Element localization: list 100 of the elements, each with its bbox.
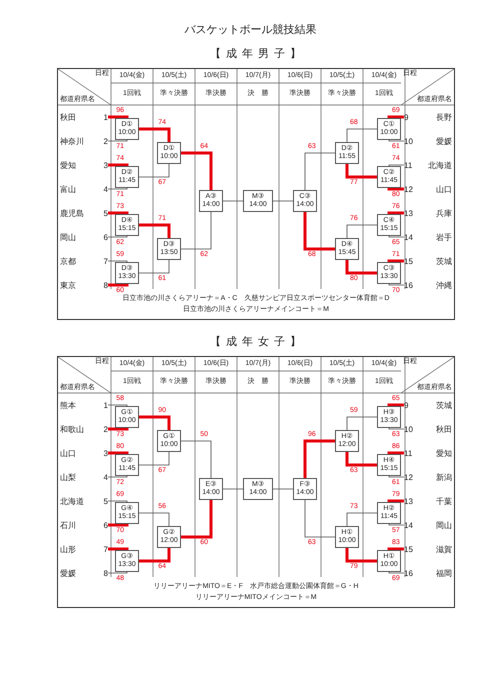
prefecture-name: 岩手 <box>436 232 452 242</box>
bracket-line <box>304 152 336 190</box>
bracket-line <box>346 416 378 430</box>
page-title: バスケットボール競技結果 <box>184 22 318 37</box>
match-box <box>377 406 401 428</box>
seed-number: 2 <box>104 424 108 434</box>
match-box <box>157 238 181 260</box>
match-box <box>115 406 139 428</box>
bracket-line <box>346 128 378 142</box>
prefecture-name: 愛知 <box>60 160 76 170</box>
bracket-line <box>346 452 377 466</box>
seed-number: 8 <box>104 280 108 290</box>
match-box <box>377 118 401 140</box>
prefecture-name: 山形 <box>60 544 76 554</box>
bracket-line <box>108 236 128 238</box>
seed-number: 5 <box>104 208 108 218</box>
bracket-line <box>388 164 404 166</box>
seed-number: 13 <box>404 208 413 218</box>
seed-number: 11 <box>404 448 412 458</box>
prefecture-name: 新潟 <box>436 472 452 482</box>
bracket-line <box>304 440 335 478</box>
seed-number: 13 <box>404 496 413 506</box>
seed-number: 9 <box>404 112 408 122</box>
bracket-line <box>346 512 378 526</box>
bracket-line <box>108 116 128 119</box>
bracket-line <box>222 488 244 490</box>
match-box <box>115 118 139 140</box>
seed-number: 16 <box>404 568 413 578</box>
prefecture-name: 千葉 <box>436 496 452 506</box>
prefecture-name: 鹿児島 <box>60 208 84 218</box>
bracket-line <box>304 212 335 250</box>
prefecture-name: 山口 <box>436 184 452 194</box>
bracket-line <box>108 523 128 526</box>
bracket-line <box>388 212 404 215</box>
bracket-line <box>139 548 170 562</box>
bracket-line <box>346 164 377 178</box>
seed-number: 3 <box>104 160 108 170</box>
bracket-line <box>139 416 170 430</box>
bracket-line <box>138 512 170 526</box>
match-box <box>115 550 139 572</box>
seed-number: 4 <box>104 472 108 482</box>
bracket-line <box>108 140 128 142</box>
seed-number: 1 <box>104 112 108 122</box>
prefecture-name: 富山 <box>60 184 76 194</box>
bracket-line <box>108 427 128 430</box>
prefecture-name: 山口 <box>60 448 76 458</box>
prefecture-name: 沖縄 <box>436 280 452 290</box>
match-box <box>115 214 139 236</box>
match-box <box>243 478 273 500</box>
bracket-line <box>108 572 128 574</box>
bracket-line <box>272 488 294 490</box>
bracket-line <box>388 116 404 119</box>
prefecture-name: 和歌山 <box>60 424 84 434</box>
section-heading: 【 成 年 男 子 】 <box>208 46 304 61</box>
match-box <box>115 166 139 188</box>
bracket-line <box>108 548 128 551</box>
match-box <box>293 478 317 500</box>
seed-number: 14 <box>404 232 413 242</box>
seed-number: 12 <box>404 472 413 482</box>
seed-number: 6 <box>104 232 108 242</box>
prefecture-name: 岡山 <box>436 520 452 530</box>
bracket-line <box>388 187 404 190</box>
prefecture-name: 熊本 <box>60 400 76 410</box>
seed-number: 15 <box>404 256 413 266</box>
prefecture-name: 長野 <box>436 112 452 122</box>
seed-number: 4 <box>104 184 108 194</box>
seed-number: 7 <box>104 544 108 554</box>
bracket-line <box>346 548 377 562</box>
match-box <box>377 262 401 284</box>
prefecture-name: 茨城 <box>436 256 452 266</box>
bracket-line <box>222 200 244 202</box>
prefecture-name: 愛媛 <box>60 568 76 578</box>
seed-number: 6 <box>104 520 108 530</box>
bracket-line <box>388 524 404 526</box>
prefecture-name: 東京 <box>60 280 76 290</box>
bracket-line <box>108 404 128 406</box>
match-box <box>293 190 317 212</box>
bracket-line <box>138 452 170 466</box>
match-box <box>115 502 139 524</box>
prefecture-name: 岡山 <box>60 232 76 242</box>
bracket-line <box>108 260 128 262</box>
prefecture-name: 滋賀 <box>436 544 452 554</box>
seed-number: 15 <box>404 544 413 554</box>
bracket-line <box>138 164 170 178</box>
match-box <box>377 214 401 236</box>
seed-number: 10 <box>404 136 413 146</box>
bracket-line <box>108 476 128 478</box>
match-box <box>115 262 139 284</box>
bracket-line <box>388 548 404 551</box>
match-box <box>335 142 359 164</box>
seed-number: 2 <box>104 136 108 146</box>
bracket-line <box>388 284 404 286</box>
seed-number: 5 <box>104 496 108 506</box>
match-box <box>243 190 273 212</box>
seed-number: 8 <box>104 568 108 578</box>
bracket-line <box>388 236 404 238</box>
match-box <box>157 142 181 164</box>
bracket-line <box>388 500 404 503</box>
bracket-line <box>388 260 404 263</box>
bracket-line <box>388 428 404 430</box>
